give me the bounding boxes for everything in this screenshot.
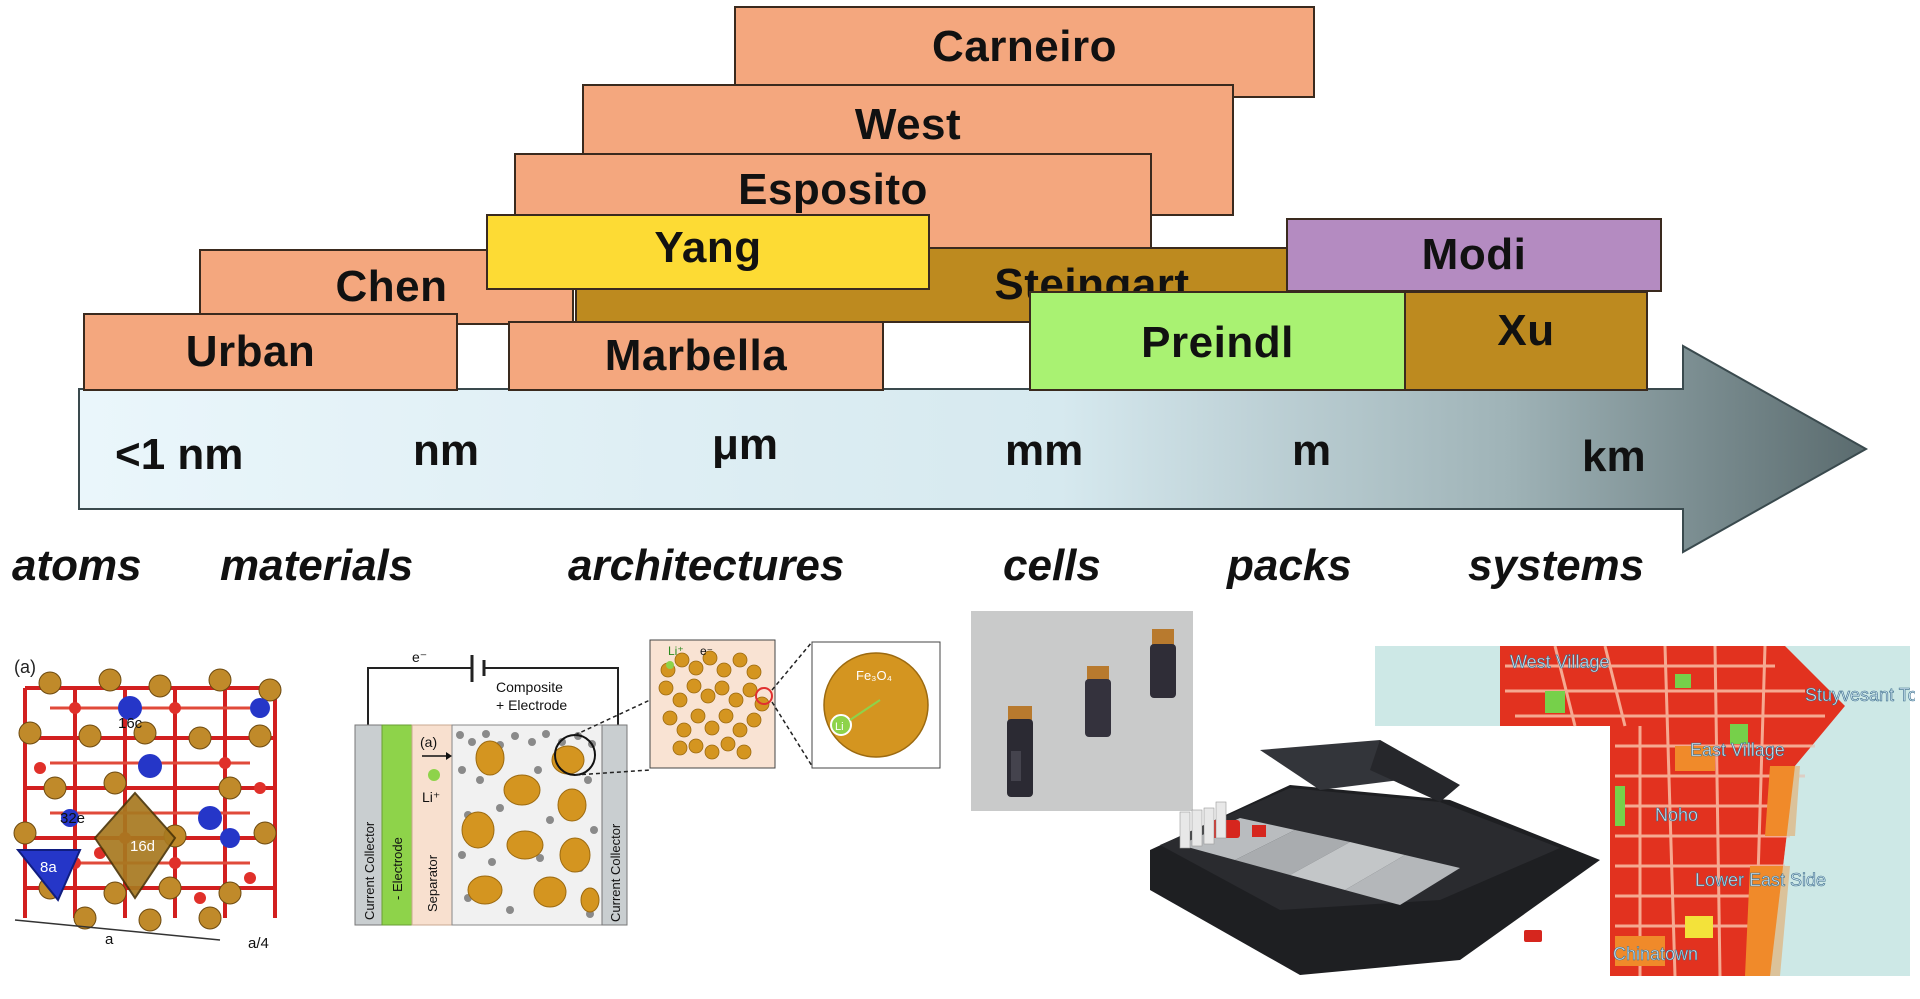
scale-label-sub-nm: <1 nm [115,430,244,479]
crystal-atoms-red [34,702,266,904]
map-label-east-village: East Village [1690,740,1785,760]
category-architectures: architectures [568,541,845,590]
category-cells: cells [1003,541,1101,590]
city-energy-map: West Village Stuyvesant Town East Villag… [1375,646,1915,976]
particle-ion-label: Li [835,721,844,733]
negative-electrode-layer [381,724,413,926]
group-preindl: Preindl [1029,291,1406,391]
crystal-axis-a: a [105,931,114,948]
electrode-schematic-figure: e⁻ Composite + Electrode (a) Li⁺ [354,639,941,926]
map-label-chinatown: Chinatown [1613,944,1698,964]
crystal-atoms-blue [61,696,270,848]
crystal-axis-a4: a/4 [248,935,269,948]
zoom-ion-label: Li⁺ [668,644,684,658]
crystal-label-16d: 16d [130,838,155,855]
map-green-areas [1545,674,1748,826]
current-collector-left-label: Current Collector [362,821,377,920]
scale-label-m: m [1292,426,1332,475]
map-label-noho: Noho [1655,805,1698,825]
pack-cells-stack [1179,801,1227,849]
category-atoms: atoms [12,541,142,590]
scale-label-km: km [1582,432,1646,481]
map-label-lower-east-side: Lower East Side [1695,870,1826,890]
lithium-ion-label: Li⁺ [422,789,440,805]
crystal-label-32e: 32e [60,810,85,827]
map-label-west-village: West Village [1510,652,1609,672]
group-urban: Urban [83,313,458,391]
composite-label-line2: + Electrode [496,697,567,713]
scale-label-um: μm [712,420,779,469]
electron-flow-label: e⁻ [412,649,427,665]
electrode-panel-label: (a) [420,734,437,750]
category-materials: materials [220,541,414,590]
group-xu: Xu [1404,291,1648,391]
group-yang: Yang [486,214,930,290]
cell-2 [1085,666,1111,737]
separator-label: Separator [425,854,440,912]
group-modi: Modi [1286,218,1662,292]
current-collector-right [601,724,628,926]
octahedron-16d [93,791,177,900]
crystal-panel-label: (a) [14,657,36,677]
cell-1 [1007,706,1033,797]
map-blocks [1505,646,1825,976]
crystal-structure-figure: (a) [13,657,282,948]
pack-modules [1180,818,1460,905]
category-systems: systems [1468,541,1645,590]
scale-arrow [78,344,1869,554]
tetrahedron-8a [15,849,82,902]
zoom-electron-label: e⁻ [700,644,713,658]
battery-pack-image [1150,740,1600,975]
crystal-label-16c: 16c [118,715,143,732]
cell-3 [1150,629,1176,698]
group-carneiro: Carneiro [734,6,1315,98]
group-marbella: Marbella [508,321,884,391]
active-material-particles [461,740,600,913]
scale-label-nm: nm [413,426,479,475]
category-packs: packs [1227,541,1352,590]
composite-label-line1: Composite [496,679,563,695]
map-yellow-areas [1685,916,1713,938]
scale-label-mm: mm [1005,426,1084,475]
battery-cells-photo [971,611,1193,811]
fe3o4-label: Fe₃O₄ [856,668,892,683]
crystal-label-8a: 8a [40,859,57,876]
lithium-ion-dot [428,769,440,781]
current-collector-right-label: Current Collector [608,823,623,922]
map-label-stuyvesant-town: Stuyvesant Town [1805,685,1915,705]
negative-electrode-label: - Electrode [390,837,405,900]
